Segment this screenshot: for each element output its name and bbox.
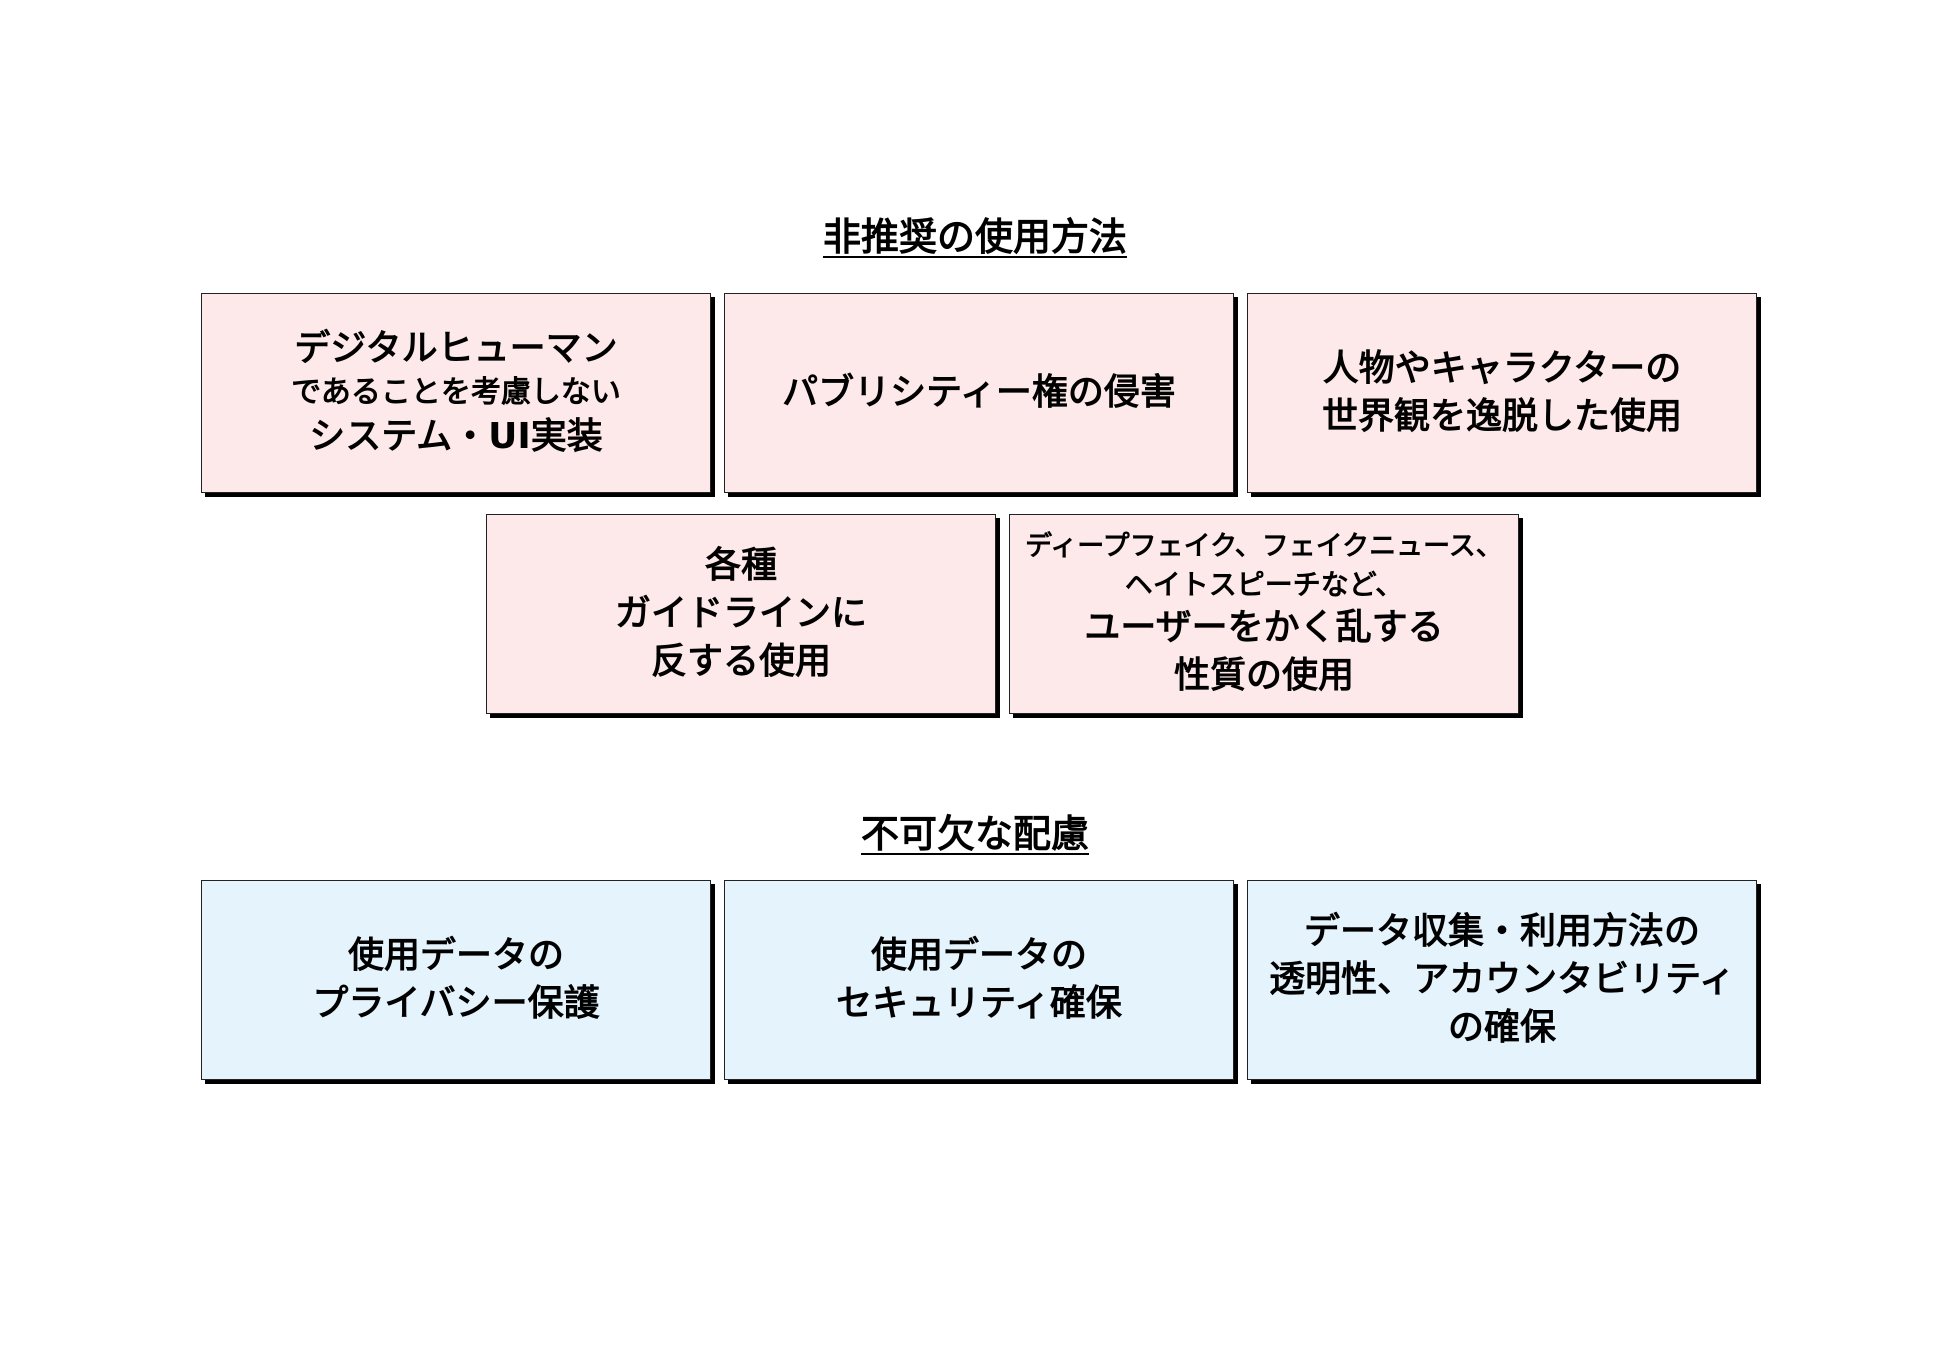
- box-line: 使用データの: [870, 935, 1087, 976]
- box-line: 人物やキャラクターの: [1322, 348, 1682, 389]
- box-line: であることを考慮しない: [291, 375, 621, 410]
- box-line: 反する使用: [650, 641, 831, 682]
- box-line: 各種: [704, 545, 777, 586]
- box-line: 透明性、アカウンタビリティ: [1269, 959, 1735, 1000]
- box-line: の確保: [1447, 1007, 1556, 1048]
- deprecated-box-deepfake: ディープフェイク、フェイクニュース、 ヘイトスピーチなど、 ユーザーをかく乱する…: [1009, 514, 1519, 714]
- deprecated-box-digital-human: デジタルヒューマン であることを考慮しない システム・UI実装: [201, 293, 711, 493]
- deprecated-section-title: 非推奨の使用方法: [822, 215, 1127, 259]
- box-line: ユーザーをかく乱する: [1084, 607, 1444, 648]
- box-line: セキュリティ確保: [836, 983, 1122, 1024]
- box-line: ヘイトスピーチなど、: [1124, 568, 1404, 601]
- box-line: システム・UI実装: [309, 416, 603, 457]
- deprecated-box-guidelines: 各種 ガイドラインに 反する使用: [486, 514, 996, 714]
- box-line: データ収集・利用方法の: [1303, 911, 1700, 952]
- essential-box-privacy: 使用データの プライバシー保護: [201, 880, 711, 1080]
- box-line: デジタルヒューマン: [294, 328, 618, 369]
- deprecated-box-character-worldview: 人物やキャラクターの 世界観を逸脱した使用: [1247, 293, 1757, 493]
- box-line: ガイドラインに: [614, 593, 867, 634]
- box-line: 使用データの: [347, 935, 564, 976]
- deprecated-box-publicity-rights: パブリシティー権の侵害: [724, 293, 1234, 493]
- box-line: プライバシー保護: [312, 983, 600, 1024]
- box-line: パブリシティー権の侵害: [782, 372, 1176, 413]
- essential-box-transparency: データ収集・利用方法の 透明性、アカウンタビリティ の確保: [1247, 880, 1757, 1080]
- essential-box-security: 使用データの セキュリティ確保: [724, 880, 1234, 1080]
- box-line: 世界観を逸脱した使用: [1321, 396, 1682, 437]
- box-line: ディープフェイク、フェイクニュース、: [1025, 531, 1503, 562]
- essential-section-title: 不可欠な配慮: [860, 812, 1089, 856]
- box-line: 性質の使用: [1173, 655, 1354, 696]
